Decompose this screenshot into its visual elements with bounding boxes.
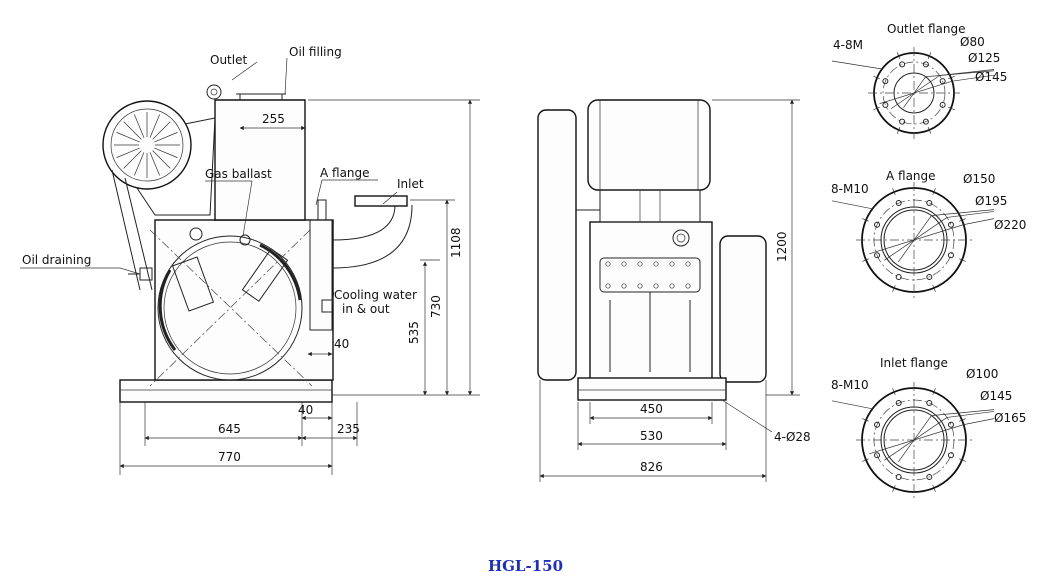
inlet-flange-d2: Ø145 — [980, 389, 1012, 403]
dim-530: 530 — [640, 429, 663, 443]
side-view — [20, 57, 480, 475]
dim-730: 730 — [429, 295, 443, 318]
a-flange-d1: Ø150 — [963, 172, 995, 186]
front-view — [537, 99, 800, 482]
a-flange-drawing — [831, 182, 995, 298]
bolt-holes-label: 4-Ø28 — [774, 430, 811, 444]
dim-535: 535 — [407, 321, 421, 344]
dim-235: 235 — [337, 422, 360, 436]
outlet-flange-d3: Ø145 — [975, 70, 1007, 84]
a-flange-label: A flange — [320, 166, 370, 180]
cooling-water-label: Cooling water — [334, 288, 417, 302]
dim-645: 645 — [218, 422, 241, 436]
outlet-flange-holes: 4-8M — [833, 38, 863, 52]
dim-255: 255 — [262, 112, 285, 126]
dim-1108: 1108 — [449, 227, 463, 258]
outlet-flange-drawing — [831, 47, 995, 139]
inlet-flange-drawing — [831, 382, 995, 498]
side-view-labels: Outlet Oil filling Gas ballast A flange … — [22, 45, 463, 464]
dim-450: 450 — [640, 402, 663, 416]
dim-1200: 1200 — [775, 231, 789, 262]
a-flange-title: A flange — [886, 169, 936, 183]
gas-ballast-label: Gas ballast — [205, 167, 272, 181]
outlet-label: Outlet — [210, 53, 247, 67]
inlet-flange-holes: 8-M10 — [831, 378, 869, 392]
a-flange-holes: 8-M10 — [831, 182, 869, 196]
outlet-flange-d1: Ø80 — [960, 35, 985, 49]
dim-770: 770 — [218, 450, 241, 464]
flange-labels: Outlet flange 4-8M Ø80 Ø125 Ø145 A flang… — [831, 22, 1026, 425]
inlet-label: Inlet — [397, 177, 424, 191]
inlet-flange-d1: Ø100 — [966, 367, 998, 381]
cooling-water-sub-label: in & out — [342, 302, 390, 316]
dim-826: 826 — [640, 460, 663, 474]
inlet-flange-d3: Ø165 — [994, 411, 1026, 425]
oil-draining-label: Oil draining — [22, 253, 91, 267]
outlet-flange-d2: Ø125 — [968, 51, 1000, 65]
a-flange-d2: Ø195 — [975, 194, 1007, 208]
a-flange-d3: Ø220 — [994, 218, 1026, 232]
dim-40-lower: 40 — [298, 403, 313, 417]
model-caption: HGL-150 — [487, 557, 564, 575]
outlet-flange-title: Outlet flange — [887, 22, 966, 36]
dim-40-upper: 40 — [334, 337, 349, 351]
front-view-labels: 450 530 826 1200 4-Ø28 — [640, 231, 811, 474]
technical-drawing: Outlet Oil filling Gas ballast A flange … — [20, 22, 1026, 498]
inlet-flange-title: Inlet flange — [880, 356, 948, 370]
oil-filling-label: Oil filling — [289, 45, 342, 59]
